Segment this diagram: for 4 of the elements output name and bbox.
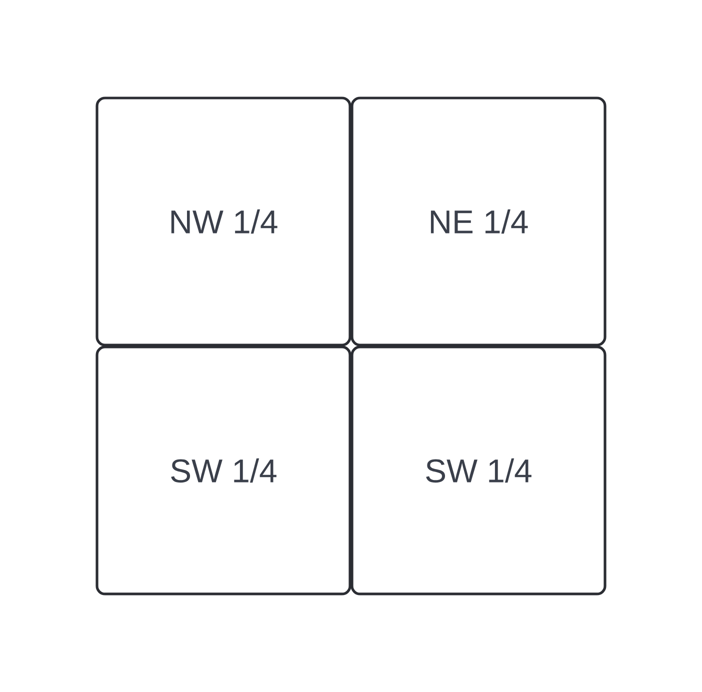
quarter-box: SW 1/4 bbox=[350, 346, 606, 596]
quarter-box: NE 1/4 bbox=[350, 96, 606, 346]
quarter-box: SW 1/4 bbox=[96, 346, 352, 596]
quarter-box: NW 1/4 bbox=[96, 96, 352, 346]
